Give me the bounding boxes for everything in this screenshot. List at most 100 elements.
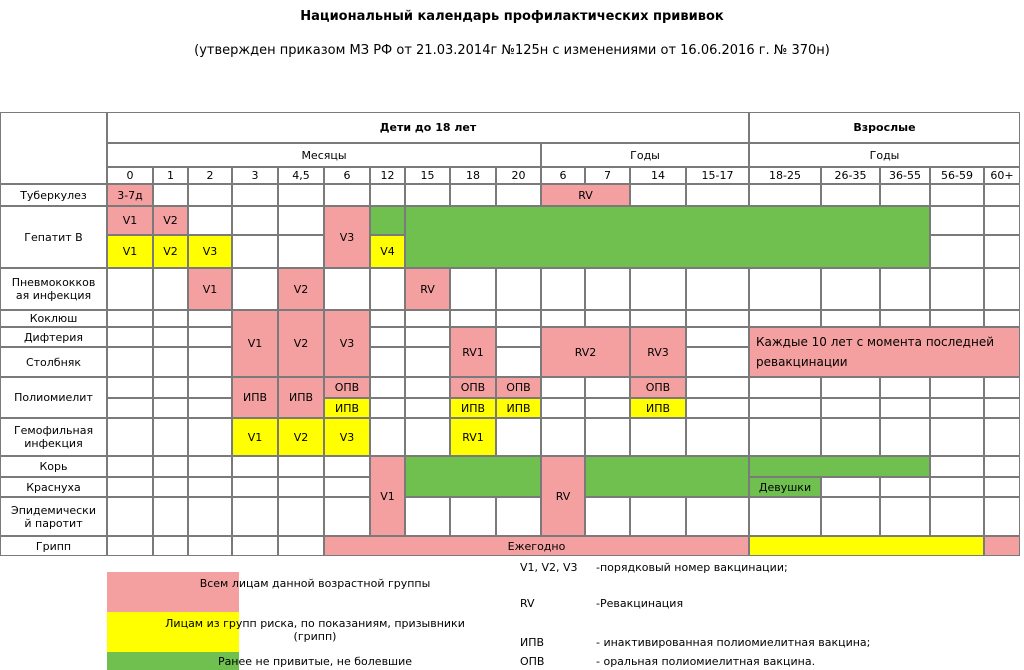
grid-cell [686,347,749,377]
page-subtitle: (утвержден приказом МЗ РФ от 21.03.2014г… [194,43,830,58]
pneumo-cell: V2 [278,268,324,310]
grid-cell [630,268,686,310]
grid-cell [188,377,232,398]
grid-cell [984,184,1020,206]
grid-cell [749,398,821,418]
rubella-girls-cell: Девушки [749,477,821,497]
grid-cell [188,536,232,556]
row-label-hib: Гемофильная инфекция [0,418,107,456]
grid-cell [188,310,232,327]
grid-cell [232,235,278,268]
polio-cell: ОПВ [324,377,370,398]
hib-cell: V2 [278,418,324,456]
grid-cell [984,310,1020,327]
grid-cell [232,268,278,310]
grid-cell [107,456,153,477]
tb-cell: 3-7д [107,184,153,206]
row-label-hepatitis-b: Гепатит В [0,206,107,268]
grid-cell [880,398,930,418]
polio-cell: ИПВ [324,398,370,418]
header-age: 3 [232,167,278,184]
hepb-cell: V4 [370,235,405,268]
grid-cell [541,310,585,327]
header-age: 18-25 [749,167,821,184]
grid-cell [496,327,541,347]
hepb-cell: V1 [107,235,153,268]
grid-cell [984,268,1020,310]
grid-cell [496,310,541,327]
grid-cell [930,398,984,418]
grid-cell [984,206,1020,235]
grid-cell [107,268,153,310]
grid-cell [188,497,232,536]
grid-cell [930,377,984,398]
polio-cell: ИПВ [232,377,278,418]
grid-cell [405,377,450,398]
grid-cell [686,497,749,536]
header-adult-years: Годы [749,143,1020,167]
grid-cell [153,377,188,398]
grid-cell [153,347,188,377]
header-age: 4,5 [278,167,324,184]
grid-cell [370,327,405,347]
row-label-tetanus: Столбняк [0,347,107,377]
flu-cell [984,536,1020,556]
legend-abbr-code: V1, V2, V3 [520,561,578,574]
grid-cell [107,418,153,456]
polio-cell: ИПВ [496,398,541,418]
header-age: 14 [630,167,686,184]
grid-cell [188,184,232,206]
header-age: 2 [188,167,232,184]
dtp-cell: V1 [232,310,278,377]
hib-cell: V3 [324,418,370,456]
header-children: Дети до 18 лет [107,112,749,143]
header-age: 0 [107,167,153,184]
grid-cell [930,418,984,456]
hepb-cell: V1 [107,206,153,235]
header-age: 15 [405,167,450,184]
header-months: Месяцы [107,143,541,167]
grid-cell [630,497,686,536]
polio-cell: ОПВ [630,377,686,398]
grid-cell [153,268,188,310]
grid-cell [686,377,749,398]
grid-cell [821,310,880,327]
header-age: 18 [450,167,496,184]
grid-cell [450,310,496,327]
grid-cell [107,347,153,377]
grid-cell [232,477,278,497]
grid-cell [541,398,585,418]
polio-cell: ИПВ [630,398,686,418]
row-label-rubella: Краснуха [0,477,107,497]
grid-cell [821,477,880,497]
grid-cell [585,497,630,536]
grid-cell [496,418,541,456]
grid-cell [450,497,496,536]
grid-cell [880,377,930,398]
grid-cell [188,327,232,347]
grid-cell [630,418,686,456]
grid-cell [278,206,324,235]
hepb-cell: V3 [188,235,232,268]
header-age: 36-55 [880,167,930,184]
grid-cell [153,327,188,347]
grid-cell [188,477,232,497]
grid-cell [686,327,749,347]
polio-cell: ОПВ [496,377,541,398]
grid-cell [324,456,370,477]
grid-cell [749,268,821,310]
row-label-pneumococcal: Пневмококков ая инфекция [0,268,107,310]
hepb-cell: V3 [324,206,370,268]
grid-cell [370,268,405,310]
grid-cell [880,310,930,327]
dtp-cell: V3 [324,310,370,377]
grid-cell [585,377,630,398]
grid-cell [153,456,188,477]
grid-cell [984,497,1020,536]
grid-cell [232,206,278,235]
grid-cell [496,268,541,310]
legend-green-swatch [107,652,239,670]
dtp-cell: RV3 [630,327,686,377]
mmr-catchup [405,456,541,497]
grid-cell [405,497,450,536]
